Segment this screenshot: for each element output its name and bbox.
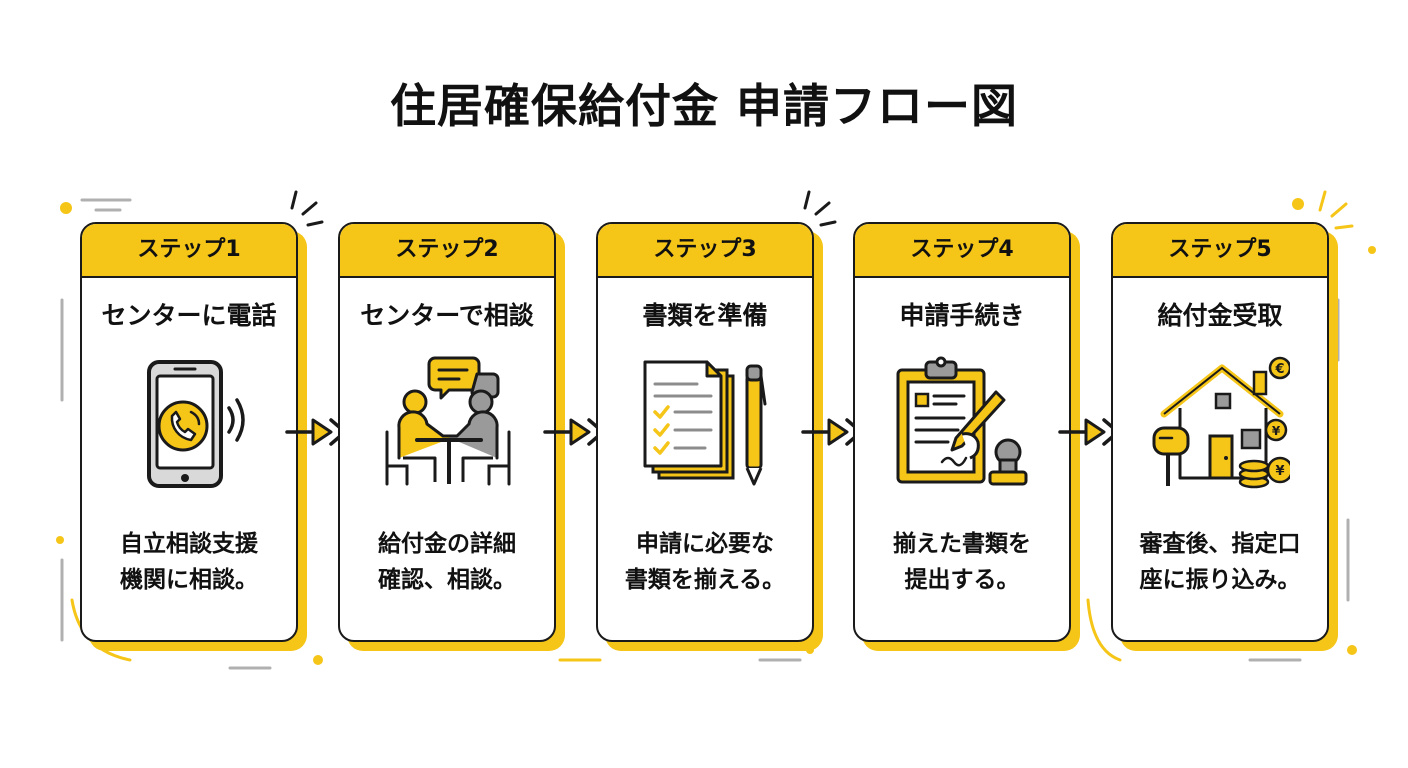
- page-title: 住居確保給付金 申請フロー図: [389, 79, 1018, 133]
- description-line: 給付金の詳細: [378, 531, 516, 557]
- description-line: 自立相談支援: [120, 531, 258, 557]
- description-line: 申請に必要な: [636, 531, 774, 557]
- step-label: ステップ3: [598, 224, 812, 278]
- description-line: 揃えた書類を: [893, 531, 1031, 557]
- card-body: ステップ3 書類を準備 申請に必要な 書類を揃える。: [596, 222, 814, 642]
- svg-text:€: €: [1274, 362, 1284, 377]
- card-body: ステップ4 申請手続き 揃えた書類を 提出する。: [853, 222, 1071, 642]
- step-title: センターに電話: [101, 301, 277, 330]
- step-description: 揃えた書類を 提出する。: [855, 526, 1069, 598]
- step-title: 書類を準備: [642, 301, 768, 330]
- step-label: ステップ4: [855, 224, 1069, 278]
- svg-text:¥: ¥: [1272, 424, 1281, 438]
- description-line: 審査後、指定口: [1139, 531, 1301, 557]
- description-line: 機関に相談。: [120, 567, 258, 593]
- step-label: ステップ2: [340, 224, 554, 278]
- card-body: ステップ5 給付金受取 € ¥ ¥ 審査後、指定口 座に振り込み: [1111, 222, 1329, 642]
- house-coins-icon: € ¥ ¥: [1152, 356, 1290, 489]
- step-card-1: ステップ1 センターに電話 自立相談支援 機関に相談。: [80, 222, 307, 651]
- step-title: 給付金受取: [1157, 301, 1283, 330]
- description-line: 提出する。: [904, 567, 1020, 593]
- step-description: 申請に必要な 書類を揃える。: [598, 526, 812, 598]
- step-card-2: ステップ2 センターで相談 給付金の詳細 確認、相談。: [338, 222, 565, 651]
- step-label: ステップ5: [1113, 224, 1327, 278]
- description-line: 書類を揃える。: [624, 567, 786, 593]
- step-description: 給付金の詳細 確認、相談。: [340, 526, 554, 598]
- step-description: 自立相談支援 機関に相談。: [82, 526, 296, 598]
- step-label: ステップ1: [82, 224, 296, 278]
- step-title: 申請手続き: [899, 301, 1025, 330]
- card-body: ステップ2 センターで相談 給付金の詳細 確認、相談。: [338, 222, 556, 642]
- clipboard-stamp-icon: [896, 356, 1028, 486]
- description-line: 確認、相談。: [378, 567, 516, 593]
- step-card-3: ステップ3 書類を準備 申請に必要な 書類を揃える。: [596, 222, 823, 651]
- step-description: 審査後、指定口 座に振り込み。: [1113, 526, 1327, 598]
- step-card-4: ステップ4 申請手続き 揃えた書類を 提出する。: [853, 222, 1080, 651]
- svg-text:¥: ¥: [1275, 464, 1284, 479]
- consultation-meeting-icon: [385, 356, 511, 486]
- smartphone-call-icon: [147, 360, 245, 488]
- documents-pen-icon: [643, 360, 767, 486]
- description-line: 座に振り込み。: [1139, 567, 1301, 593]
- step-card-5: ステップ5 給付金受取 € ¥ ¥ 審査後、指定口 座に振り込み: [1111, 222, 1338, 651]
- card-body: ステップ1 センターに電話 自立相談支援 機関に相談。: [80, 222, 298, 642]
- step-title: センターで相談: [360, 301, 534, 330]
